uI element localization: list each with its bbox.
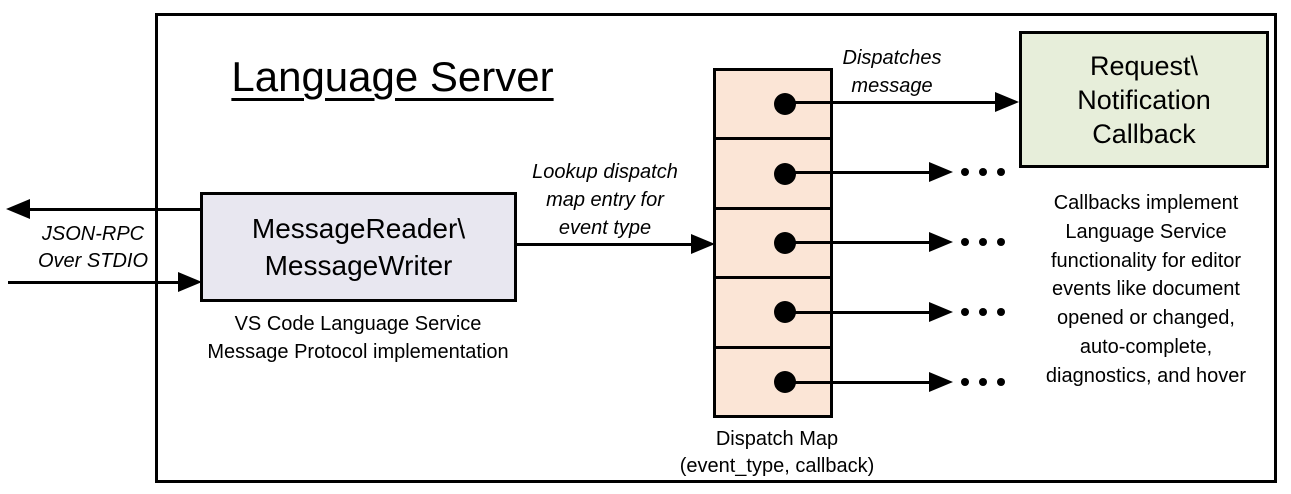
callback-arrow-line [785,241,931,244]
diagram-title: Language Server [231,53,554,100]
callback-arrowhead-icon [929,302,953,322]
dispatch-map-caption: Dispatch Map (event_type, callback) [679,428,875,477]
lookup-arrowhead-icon [691,234,715,254]
dispatch-entry-dot [774,93,796,116]
lookup-dispatch-label: Lookup dispatch map entry for event type [532,161,678,239]
request-notification-callback-box: Request\ Notification Callback [1019,31,1269,168]
callback-arrowhead-icon [995,92,1019,112]
more-callbacks-ellipsis-icon [961,308,1005,316]
more-callbacks-ellipsis-icon [961,168,1005,176]
more-callbacks-ellipsis-icon [961,378,1005,386]
stdio-in-arrow-line [8,281,180,284]
dispatch-map [713,68,833,418]
callbacks-note: Callbacks implement Language Service fun… [1045,192,1247,387]
dispatches-message-label: Dispatches message [842,47,942,97]
callback-arrowhead-icon [929,232,953,252]
callback-arrow-line [785,311,931,314]
stdio-out-arrow-line [20,208,200,211]
lookup-arrow-line [517,243,693,246]
message-box-caption: VS Code Language Service Message Protoco… [207,313,509,363]
language-server-box [155,13,1277,483]
message-reader-writer-box: MessageReader\ MessageWriter [200,192,517,302]
callback-arrowhead-icon [929,162,953,182]
callback-arrow-line [785,101,997,104]
stdio-in-arrowhead-icon [178,272,202,292]
dispatch-map-cell [716,209,830,280]
more-callbacks-ellipsis-icon [961,238,1005,246]
dispatch-map-cell [716,71,830,141]
callback-arrowhead-icon [929,372,953,392]
stdio-out-arrowhead-icon [6,199,30,219]
json-rpc-stdio-label: JSON-RPC Over STDIO [37,223,148,272]
callback-arrow-line [785,171,931,174]
dispatch-map-cell [716,140,830,210]
callback-arrow-line [785,381,931,384]
